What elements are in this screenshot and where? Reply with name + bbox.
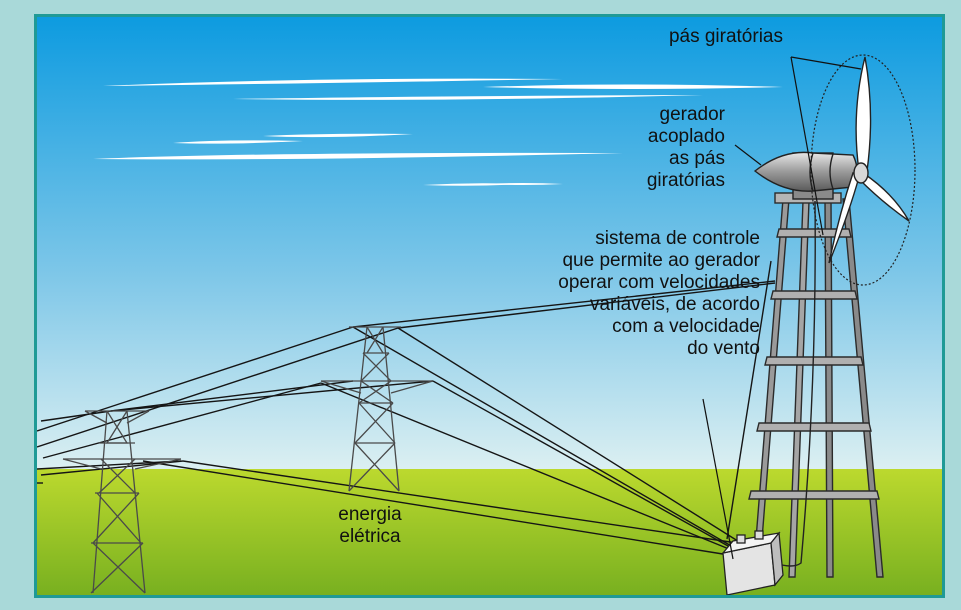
control-label-line-1: sistema de controle <box>595 228 760 249</box>
down-cable <box>774 200 816 567</box>
clouds <box>93 78 783 186</box>
generator-label-line-1: gerador <box>659 104 726 125</box>
generator-label-line-2: acoplado <box>647 126 725 147</box>
generator-label-line-4: giratórias <box>646 170 725 191</box>
generator-label-line-3: as pás <box>669 148 725 169</box>
pylon-left <box>62 410 182 594</box>
turbine-tower <box>748 192 884 578</box>
leader-lines <box>702 56 862 560</box>
control-label-line-6: do vento <box>687 338 760 359</box>
control-system-label: sistema de controle que permite ao gerad… <box>400 228 760 360</box>
wind-turbine-diagram: pás giratórias gerador acoplado as pás g… <box>34 14 945 598</box>
diagram-artwork <box>37 17 942 595</box>
blades-label: pás giratórias <box>668 26 783 47</box>
energy-label-line-1: energia <box>338 504 402 525</box>
rotor-disk <box>810 54 916 286</box>
control-label-line-3: operar com velocidades <box>558 272 760 293</box>
electric-energy-label: energia elétrica <box>305 504 435 548</box>
control-label-line-2: que permite ao gerador <box>562 250 760 271</box>
generator-nacelle <box>753 151 858 200</box>
generator-label: gerador acoplado as pás giratórias <box>560 104 725 192</box>
energy-label-line-2: elétrica <box>339 526 401 547</box>
power-lines <box>37 260 776 556</box>
control-label-line-5: com a velocidade <box>612 316 760 337</box>
rotor-blades <box>828 56 910 264</box>
control-label-line-4: variáveis, de acordo <box>589 294 760 315</box>
control-box <box>721 530 784 595</box>
sky <box>37 17 942 477</box>
pylon-middle <box>320 326 434 492</box>
